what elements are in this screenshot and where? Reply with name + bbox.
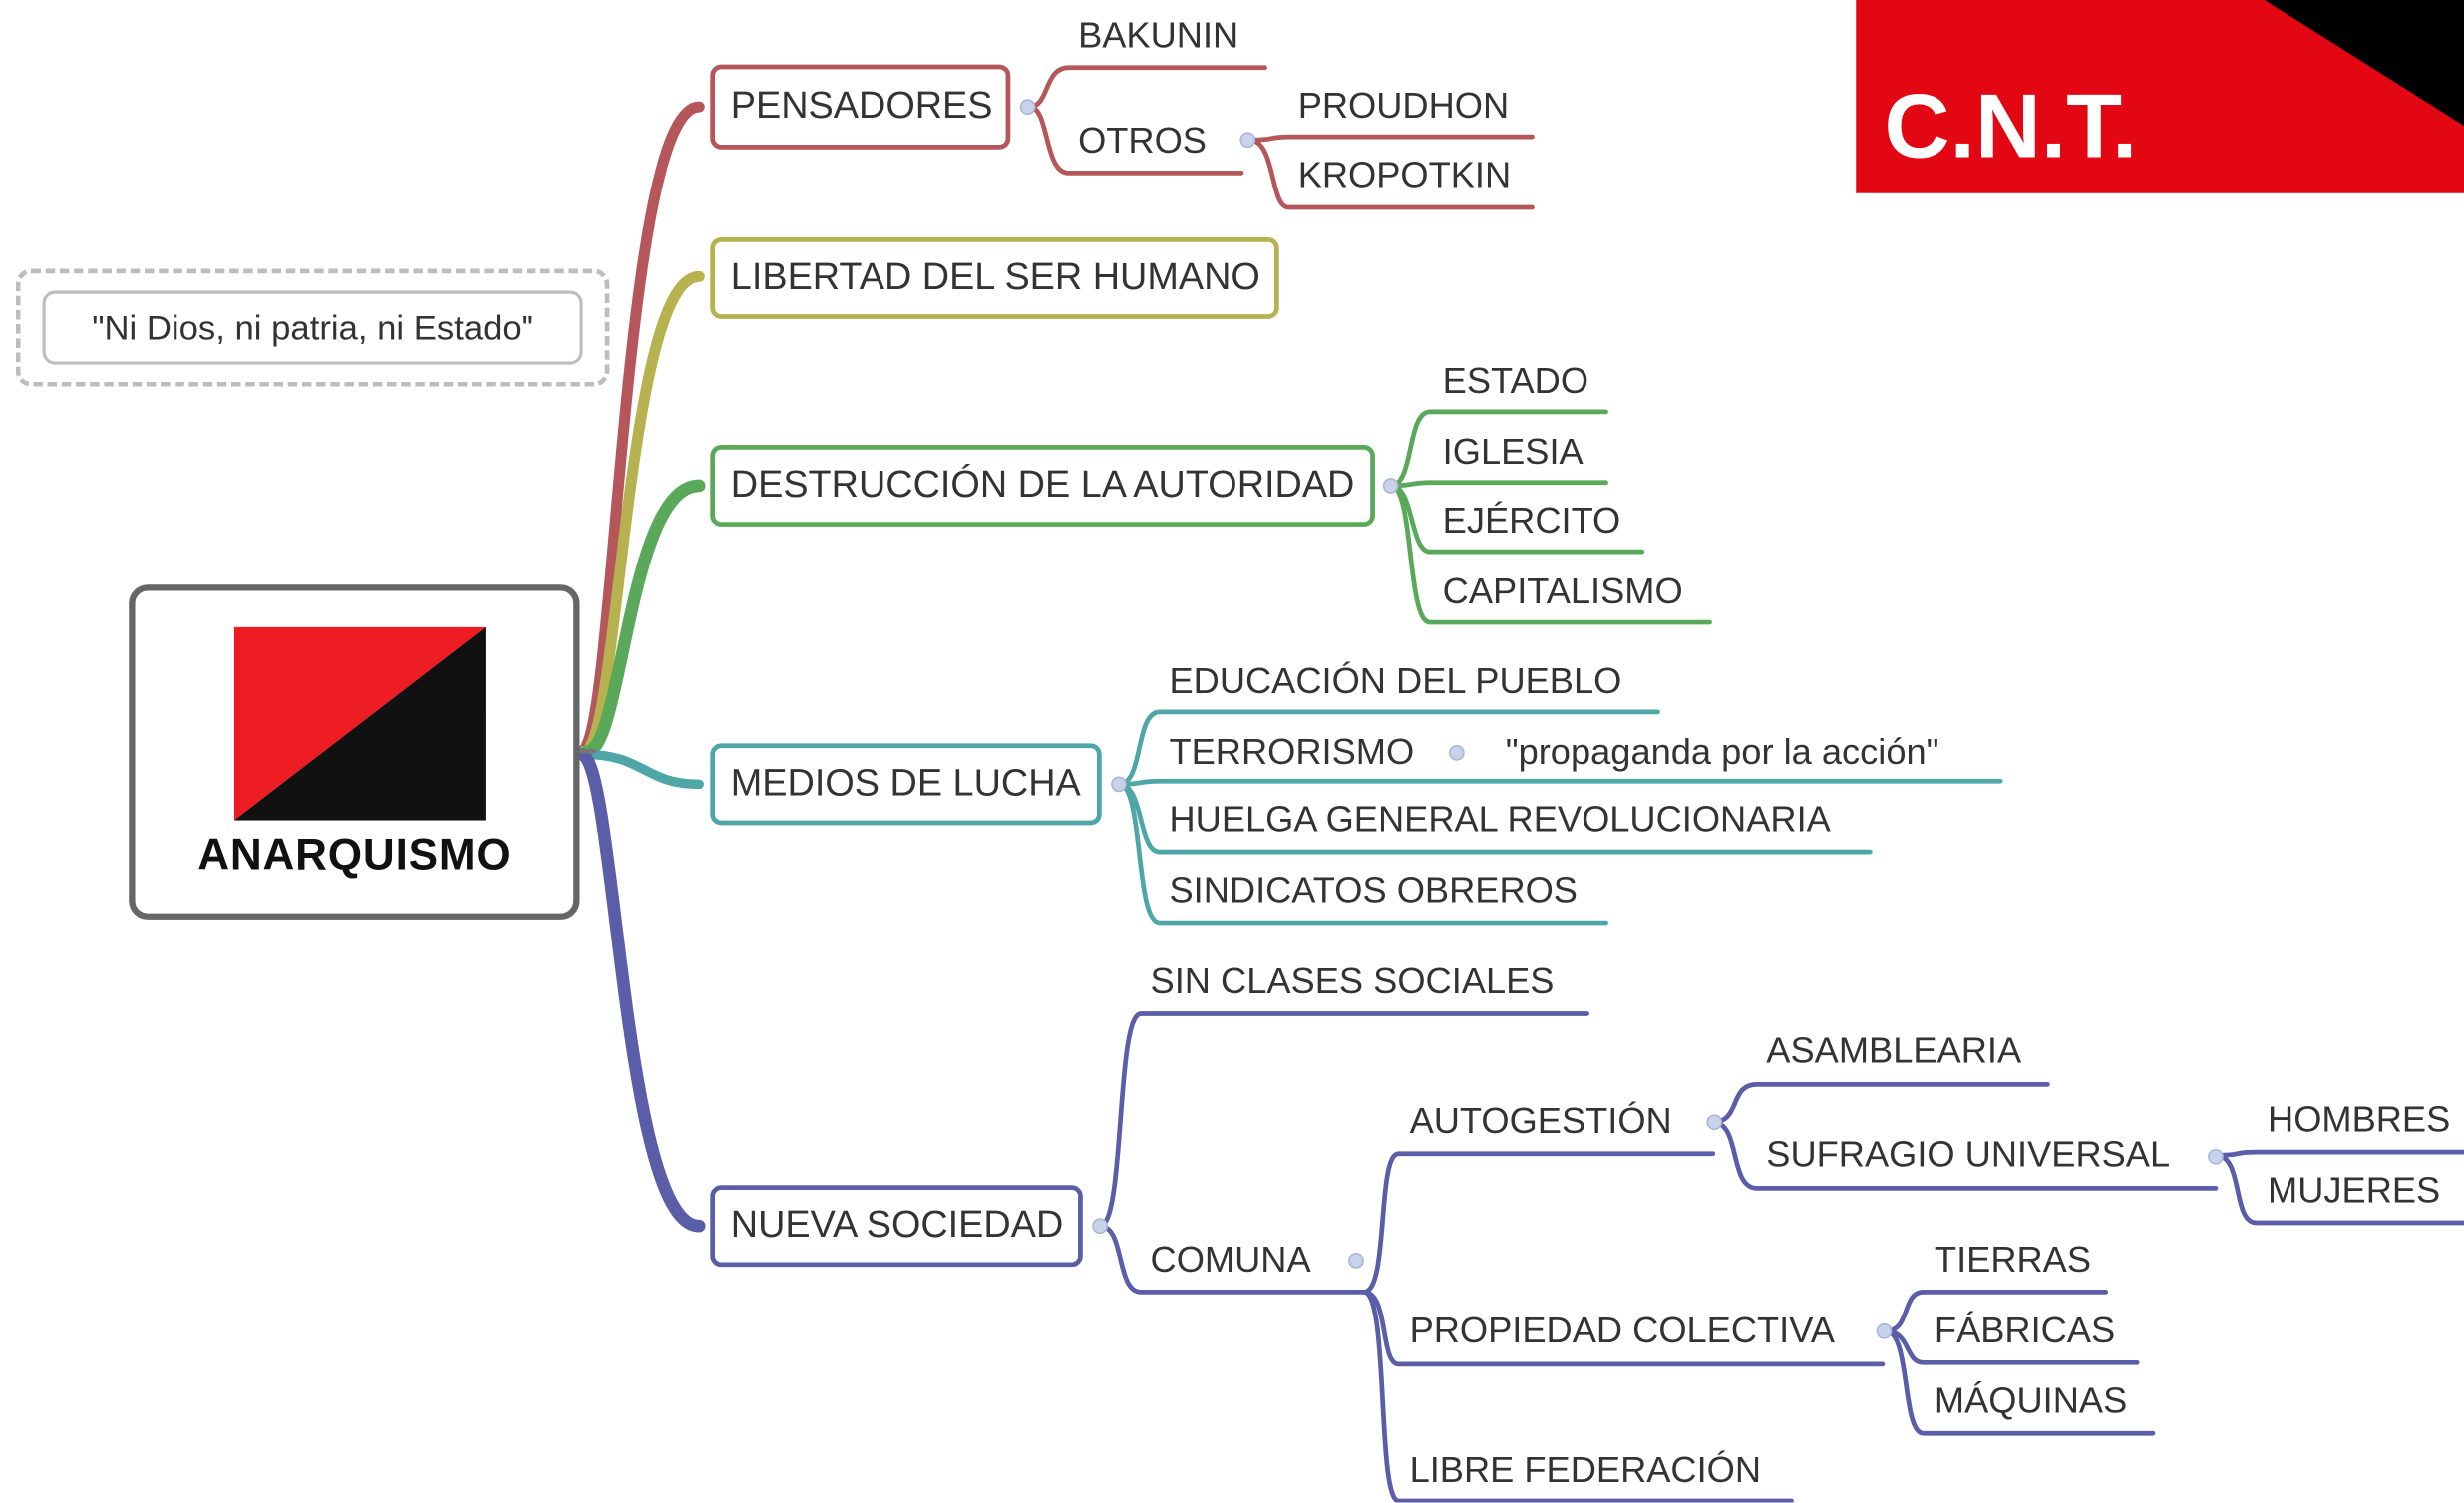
leaf-kropotkin[interactable]: KROPOTKIN [1297,154,1512,195]
leaf-comuna[interactable]: COMUNA [1150,1238,1311,1280]
node-medios[interactable]: MEDIOS DE LUCHA [710,743,1102,826]
leaf-sin-clases[interactable]: SIN CLASES SOCIALES [1150,959,1555,1001]
leaf-estado[interactable]: ESTADO [1442,359,1589,401]
leaf-sindicatos[interactable]: SINDICATOS OBREROS [1169,869,1579,911]
leaf-bakunin[interactable]: BAKUNIN [1078,14,1239,56]
node-nueva-sociedad[interactable]: NUEVA SOCIEDAD [710,1185,1083,1268]
leaf-sufragio[interactable]: SUFRAGIO UNIVERSAL [1766,1133,2171,1175]
link-root-destruccion [581,479,706,758]
leaf-fabricas[interactable]: FÁBRICAS [1934,1309,2116,1350]
node-nueva-label: NUEVA SOCIEDAD [730,1204,1064,1247]
collapse-toggle-nueva[interactable] [1092,1218,1109,1235]
node-libertad[interactable]: LIBERTAD DEL SER HUMANO [710,236,1279,319]
node-pensadores-label: PENSADORES [730,85,993,128]
node-pensadores[interactable]: PENSADORES [710,64,1011,150]
quote-note[interactable]: "Ni Dios, ni patria, ni Estado" [15,268,610,387]
node-destruccion[interactable]: DESTRUCCIÓN DE LA AUTORIDAD [710,444,1375,527]
collapse-toggle-pensadores[interactable] [1019,99,1036,116]
collapse-toggle-terrorismo[interactable] [1448,744,1465,761]
leaf-otros[interactable]: OTROS [1078,119,1207,161]
leaf-educacion[interactable]: EDUCACIÓN DEL PUEBLO [1169,659,1622,701]
leaf-mujeres[interactable]: MUJERES [2268,1169,2441,1211]
anarchist-flag-icon [233,626,486,821]
leaf-ejercito[interactable]: EJÉRCITO [1442,500,1621,542]
leaf-asamblearia[interactable]: ASAMBLEARIA [1766,1029,2022,1071]
leaf-proudhon[interactable]: PROUDHON [1297,85,1510,127]
leaf-huelga[interactable]: HUELGA GENERAL REVOLUCIONARIA [1169,798,1831,840]
node-libertad-label: LIBERTAD DEL SER HUMANO [730,255,1260,299]
root-node-anarquismo[interactable]: ANARQUISMO [129,584,580,920]
link-root-libertad [578,270,705,757]
collapse-toggle-autogestion[interactable] [1706,1114,1723,1131]
leaf-capitalismo[interactable]: CAPITALISMO [1442,570,1683,612]
leaf-autogestion[interactable]: AUTOGESTIÓN [1409,1100,1672,1142]
node-destruccion-label: DESTRUCCIÓN DE LA AUTORIDAD [730,463,1355,507]
leaf-terrorismo[interactable]: TERRORISMO [1169,730,1415,772]
leaf-iglesia[interactable]: IGLESIA [1442,430,1584,472]
cnt-logo-text: C.N.T. [1885,76,2138,178]
leaf-libre-federacion[interactable]: LIBRE FEDERACIÓN [1409,1448,1762,1490]
collapse-toggle-otros[interactable] [1239,132,1256,149]
quote-text: "Ni Dios, ni patria, ni Estado" [42,290,583,365]
collapse-toggle-comuna[interactable] [1348,1252,1364,1269]
collapse-toggle-propiedad[interactable] [1876,1322,1893,1339]
collapse-toggle-sufragio[interactable] [2208,1148,2224,1165]
leaf-propiedad[interactable]: PROPIEDAD COLECTIVA [1409,1309,1835,1350]
leaf-hombres[interactable]: HOMBRES [2268,1098,2451,1140]
leaf-propaganda[interactable]: "propaganda por la acción" [1505,730,1939,772]
link-root-nueva [574,748,706,1233]
cnt-logo: C.N.T. [1856,0,2464,193]
root-label: ANARQUISMO [197,830,512,879]
collapse-toggle-destruccion[interactable] [1382,478,1399,494]
leaf-maquinas[interactable]: MÁQUINAS [1934,1379,2128,1421]
node-medios-label: MEDIOS DE LUCHA [730,762,1081,805]
link-root-medios [579,749,705,790]
collapse-toggle-medios[interactable] [1111,776,1127,793]
leaf-tierras[interactable]: TIERRAS [1934,1238,2092,1280]
